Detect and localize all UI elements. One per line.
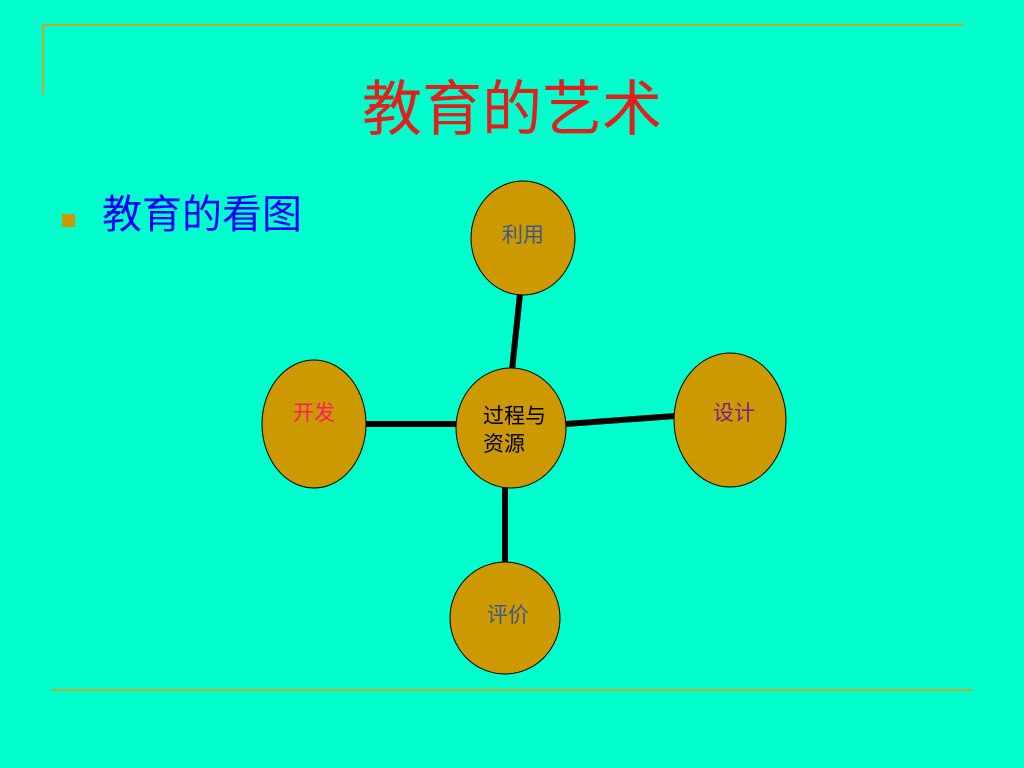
node-bottom (449, 561, 561, 675)
frame-left-line (42, 24, 44, 94)
node-center-label-line2: 资源 (483, 432, 525, 456)
node-center (455, 367, 567, 489)
node-top (470, 180, 576, 296)
node-center-label-line1: 过程与 (483, 404, 546, 428)
node-right-label: 设计 (713, 401, 755, 425)
slide-title: 教育的艺术 (362, 75, 662, 145)
frame-bottom-line (52, 689, 972, 691)
square-bullet-icon (62, 214, 75, 227)
node-left (261, 359, 367, 489)
node-bottom-label: 评价 (487, 603, 529, 627)
node-top-label: 利用 (502, 223, 544, 247)
connector-right (565, 413, 676, 427)
node-right (673, 352, 787, 488)
node-left-label: 开发 (293, 401, 335, 425)
frame-top-line (42, 24, 964, 26)
bullet-text: 教育的看图 (102, 192, 302, 238)
connector-top (509, 293, 523, 371)
